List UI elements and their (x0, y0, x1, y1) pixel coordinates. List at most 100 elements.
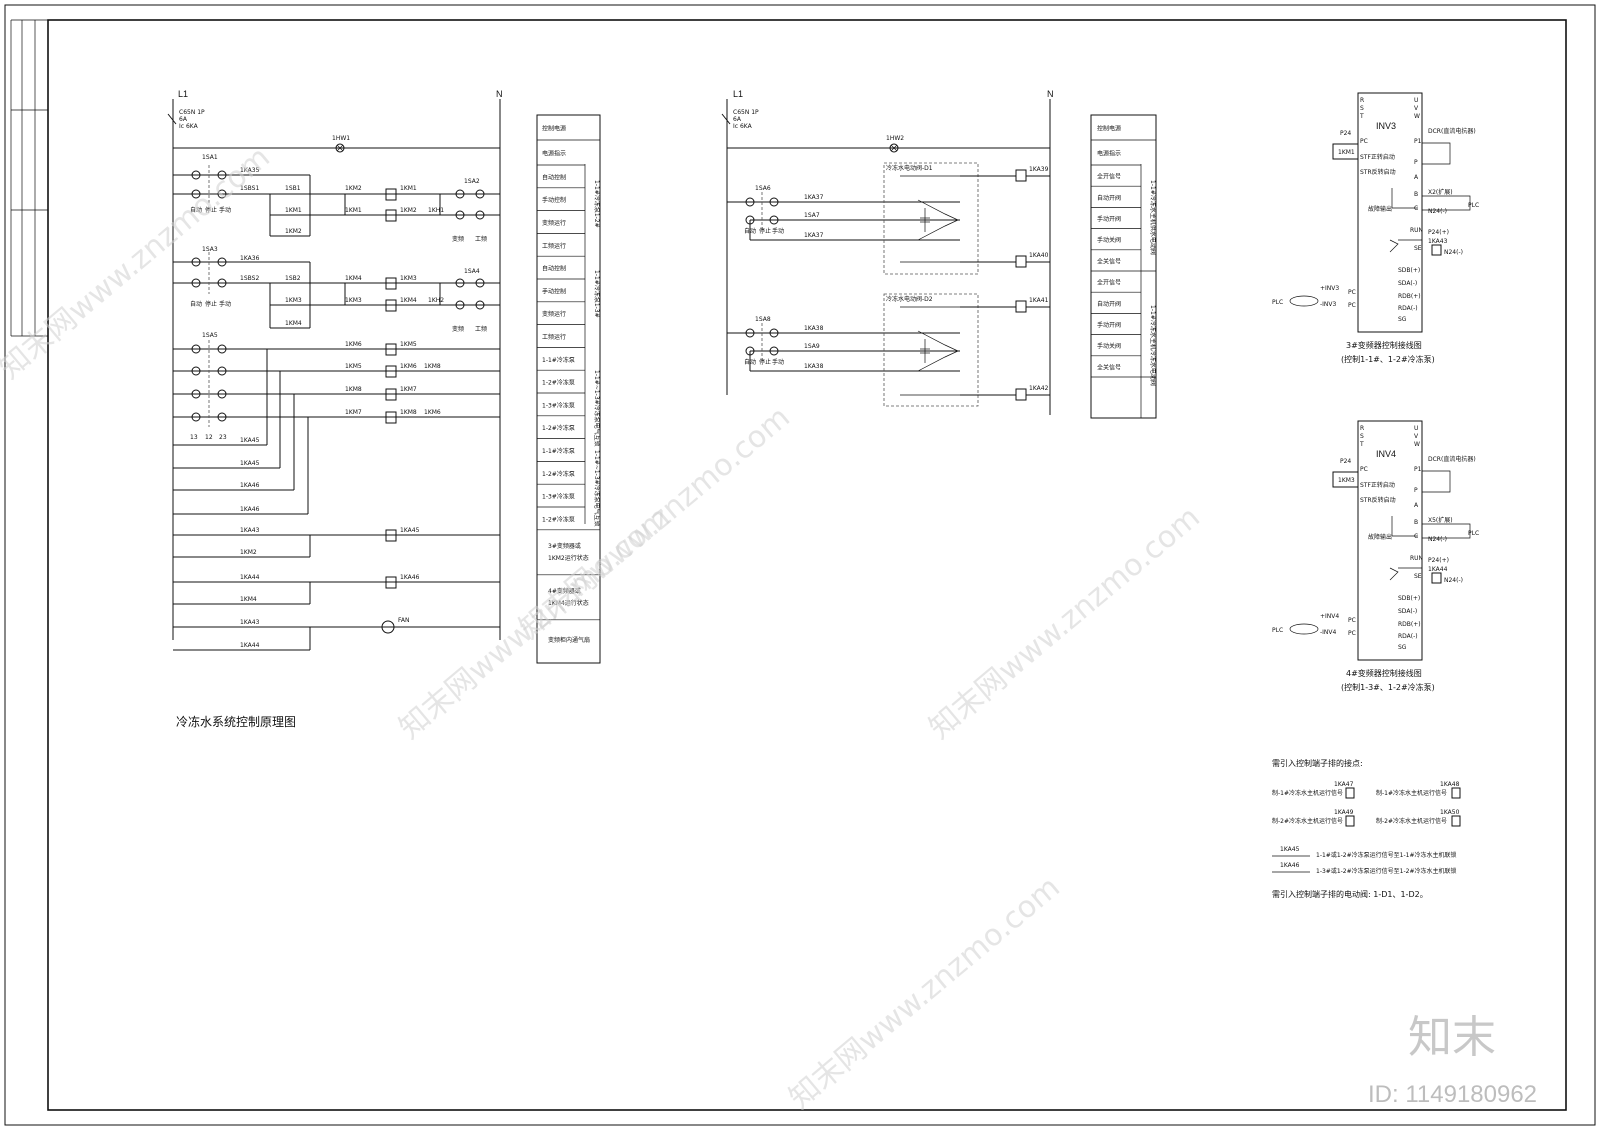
inv3-name: INV3 (1376, 121, 1396, 131)
coil-km1-label: 1KM1 (400, 185, 417, 192)
ka43-label-a: 1KA43 (240, 527, 260, 534)
note-4-ka: 1KA50 (1440, 809, 1460, 816)
inv3-se: SE (1414, 245, 1422, 252)
coil-ka46-label: 1KA46 (400, 574, 420, 581)
sa2-pos-vf: 变频 (452, 235, 464, 243)
inv3-b: B (1414, 191, 1418, 198)
left-table-bottom-label: 3#变频器或 (548, 542, 581, 550)
inv4-c: C (1414, 533, 1418, 540)
watermark-id: ID: 1149180962 (1368, 1081, 1537, 1108)
sa1-label: 1SA1 (202, 154, 218, 161)
coil-ka40 (1015, 255, 1027, 268)
inv4-r: R (1360, 425, 1364, 432)
inv3-ka: 1KA43 (1428, 238, 1448, 245)
inv4-sda: SDA(-) (1398, 608, 1417, 615)
inv3-s: S (1360, 105, 1364, 112)
inv3-pc-a: PC (1348, 289, 1356, 296)
inv3-p: P (1414, 159, 1418, 166)
inv3-fault: 故障输出 (1368, 205, 1392, 213)
mid-table-row: 全开信号 (1097, 173, 1121, 181)
inv4-diagram: INV4 R S T U V W P24 PC 1KM3 STF正转启动 STR… (1272, 420, 1479, 692)
note-4-text: 制-2#冷冻水主机运行信号 (1376, 817, 1447, 825)
notes-heading: 需引入控制端子排的接点: (1272, 758, 1363, 768)
inv3-rda: RDA(-) (1398, 305, 1418, 312)
coil-km4 (385, 299, 397, 312)
inv3-n24a: N24(-) (1428, 208, 1447, 215)
inv4-b: B (1414, 519, 1418, 526)
left-breaker-ic: Ic 6KA (179, 123, 199, 130)
sa8-label: 1SA8 (755, 316, 771, 323)
inv3-pc: PC (1360, 138, 1368, 145)
sa3-pos-manual: 手动 (219, 300, 231, 308)
mid-table-row: 自动开阀 (1097, 194, 1121, 202)
watermark: 知末网www.znzmo.com 知末网www.znzmo.com 知末网www… (0, 140, 1537, 1116)
sa8-pos-auto: 自动 (744, 358, 756, 366)
inv3-sg: SG (1398, 316, 1407, 323)
inv3-plc-right: PLC (1468, 202, 1479, 209)
km1-contact-label: 1KM1 (285, 207, 302, 214)
km3-nc-label: 1KM3 (345, 297, 362, 304)
coil-km6-label: 1KM6 (400, 363, 417, 370)
left-table-rows: 控制电源电源指示自动控制手动控制变频运行工频运行自动控制手动控制变频运行工频运行… (537, 125, 601, 644)
inner-frame (47, 19, 1567, 1111)
left-table-side-label: 1-1#冷冻泵1-3# (593, 270, 601, 318)
coil-km3 (385, 277, 397, 290)
mid-breaker-model: C65N 1P (733, 109, 759, 116)
valve-d2-motor-icon (917, 330, 959, 372)
left-table-side-label: 1-1#冷冻泵1-2# (593, 180, 601, 228)
ka37-label-b: 1KA37 (804, 232, 824, 239)
inv3-subcaption: (控制1-1#、1-2#冷冻泵) (1341, 354, 1435, 364)
coil-km1 (385, 188, 397, 201)
inv4-s: S (1360, 433, 1364, 440)
mid-table-row: 全关信号 (1097, 363, 1121, 371)
left-table-row: 1-1#冷冻泵 (542, 447, 575, 455)
valve-d2-label: 冷冻水电动阀-D2 (886, 295, 933, 303)
mid-table-row: 自动开阀 (1097, 300, 1121, 308)
inv4-p: P (1414, 487, 1418, 494)
inv3-rdb: RDB(+) (1398, 293, 1421, 300)
mid-table-row: 手动关阀 (1097, 236, 1121, 244)
left-table-row: 工频运行 (542, 333, 566, 341)
left-breaker-rating: 6A (179, 116, 188, 123)
inv3-sda: SDA(-) (1398, 280, 1417, 287)
sa2-label: 1SA2 (464, 178, 480, 185)
inv4-km: 1KM3 (1338, 477, 1355, 484)
ka46-contact-b: 1KA46 (240, 506, 260, 513)
ka45-contact-b: 1KA45 (240, 460, 260, 467)
watermark-text-4: 知末网www.znzmo.com (923, 500, 1207, 746)
kh2-label: 1KH2 (428, 297, 444, 304)
inv4-dcr: DCR(直流电抗器) (1428, 455, 1476, 463)
left-table-row: 控制电源 (542, 125, 566, 133)
left-table-side-label: 1-1#~1-3#冷冻泵电气互锁 (593, 450, 601, 527)
inv4-u: U (1414, 425, 1418, 432)
sa6-pos-stop: 停止 (759, 227, 771, 235)
inv4-inv-p: +INV4 (1320, 613, 1339, 620)
mid-breaker-rating: 6A (733, 116, 742, 123)
km4-contact-label: 1KM4 (285, 320, 302, 327)
contact-1-ka: 1KA45 (1280, 846, 1300, 853)
notes-valves: 需引入控制端子排的电动阀: 1-D1、1-D2。 (1272, 889, 1428, 899)
mid-table-row: 手动关阀 (1097, 342, 1121, 350)
km2-label-b: 1KM2 (240, 549, 257, 556)
ka37-label-a: 1KA37 (804, 194, 824, 201)
inv3-diagram: INV3 R S T U V W P24 PC 1KM1 STF正转启动 STR… (1272, 92, 1479, 364)
watermark-logo: 知末 (1408, 1012, 1496, 1063)
inv4-fault: 故障输出 (1368, 533, 1392, 541)
sa6-pos-auto: 自动 (744, 227, 756, 235)
ka42-label: 1KA42 (1029, 385, 1049, 392)
ka44-label-a: 1KA44 (240, 574, 260, 581)
mid-table-side-label: 1-1#冷冻水主机冷冻水电动阀 (1149, 305, 1157, 386)
coil-km2 (385, 209, 397, 222)
inv3-km: 1KM1 (1338, 149, 1355, 156)
mid-table-row: 手动开阀 (1097, 321, 1121, 329)
valve-d1-label: 冷冻水电动阀-D1 (886, 164, 933, 172)
inv4-caption: 4#变频器控制接线图 (1346, 668, 1422, 678)
mid-table-side-label: 1-1#冷冻水主机供水电动阀 (1149, 180, 1157, 255)
inv4-plc-right: PLC (1468, 530, 1479, 537)
sa1-pos-manual: 手动 (219, 206, 231, 214)
left-table-row: 变频运行 (542, 219, 566, 227)
left-table-row: 手动控制 (542, 196, 566, 204)
ka36-label: 1KA36 (240, 255, 260, 262)
coil-ka41 (1015, 300, 1027, 313)
left-breaker-model: C65N 1P (179, 109, 205, 116)
